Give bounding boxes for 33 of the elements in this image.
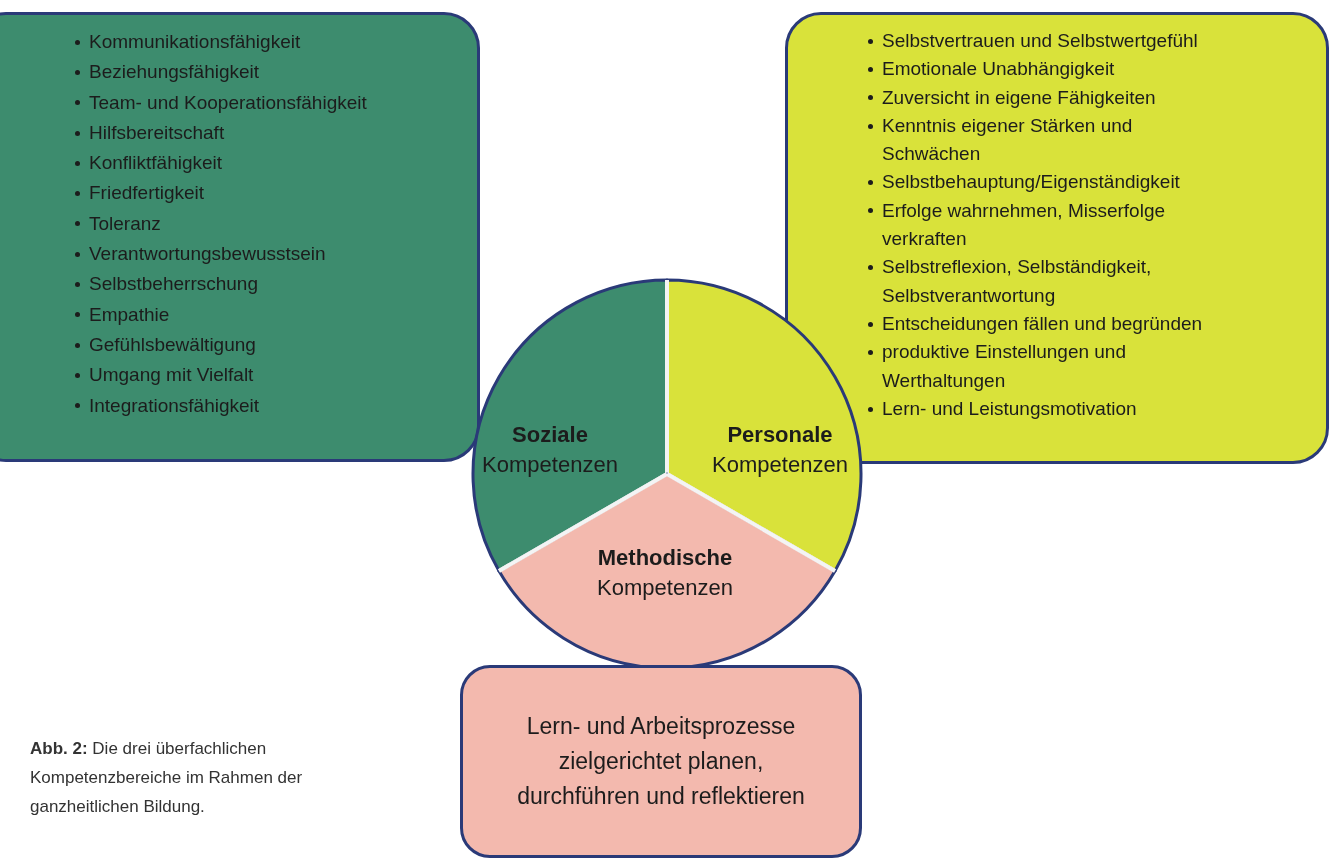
list-item: Team- und Kooperationsfähigkeit <box>89 91 367 113</box>
list-item: Toleranz <box>89 212 161 234</box>
sector-label: Kompetenzen <box>597 574 733 602</box>
list-item: Umgang mit Vielfalt <box>89 364 254 386</box>
list-item: Kenntnis eigener Stärken und Schwächen <box>882 114 1133 165</box>
list-item: Emotionale Unabhängigkeit <box>882 58 1115 80</box>
list-item: Kommunikationsfähigkeit <box>89 31 301 52</box>
list-item: Selbstvertrauen und Selbstwertgefühl <box>882 30 1198 51</box>
list-item: Entscheidungen fällen und begründen <box>882 312 1203 334</box>
list-item: produktive Einstellungen und Werthaltungen <box>882 341 1126 391</box>
list-item: Gefühlsbewältigung <box>89 333 256 355</box>
list-item: Selbstreflexion, Selbständigkeit, Selbstverantwortung <box>882 256 1152 306</box>
sector-label: Kompetenzen <box>712 451 848 479</box>
list-item: Empathie <box>89 303 170 325</box>
list-item: Zuversicht in eigene Fähigkeiten <box>882 86 1156 108</box>
sector-heading: Personale <box>726 421 834 449</box>
box-text: Lern- und Arbeitsprozesse zielgerichtet planen, durchführen und reflektieren <box>516 712 806 811</box>
list-item: Friedfertigkeit <box>89 182 205 204</box>
list-item: Konfliktfähigkeit <box>89 152 223 174</box>
list-item: Verantwortungsbewusstsein <box>89 243 326 265</box>
figure-caption: Abb. 2: Die drei überfachlichen Kompetenzbereiche im Rahmen der ganzheitlichen Bildung. <box>30 738 304 818</box>
list-item: Hilfsbereitschaft <box>89 121 225 143</box>
sector-heading: Soziale <box>511 421 589 449</box>
list-item: Selbstbehauptung/Eigenständigkeit <box>882 171 1180 193</box>
process-box <box>460 665 862 858</box>
list-item: Selbstbeherrschung <box>89 273 258 295</box>
list-item: Beziehungsfähigkeit <box>89 61 260 83</box>
list-item: Erfolge wahrnehmen, Misserfolge verkraften <box>882 199 1166 250</box>
sector-label: Kompetenzen <box>482 451 618 479</box>
sector-heading: Methodische <box>597 544 733 572</box>
skills-list-box <box>0 12 480 462</box>
list-item: Integrationsfähigkeit <box>89 394 260 416</box>
list-item: Lern- und Leistungsmotivation <box>882 397 1137 419</box>
